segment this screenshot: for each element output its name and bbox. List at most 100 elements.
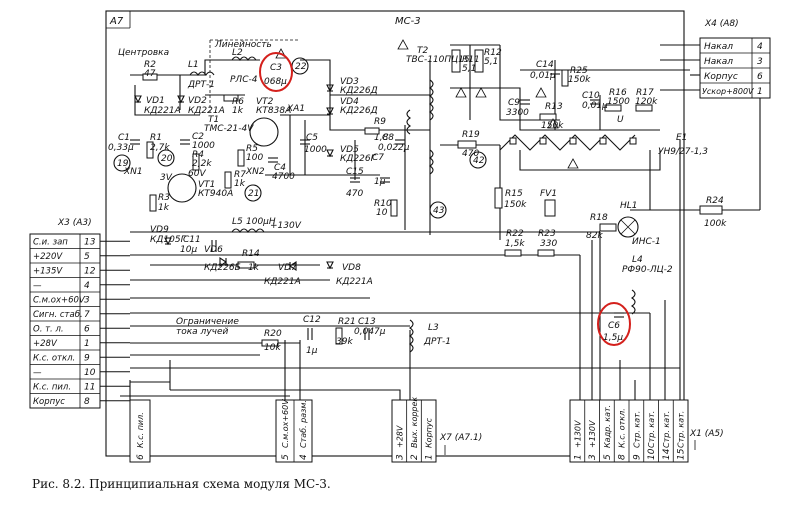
label-c10-value: 0,01μ xyxy=(582,101,608,111)
label-vd4: VD4 xyxy=(340,97,359,107)
sparkgap-fv1 xyxy=(544,199,556,217)
bottom-label: Стр. кат. xyxy=(662,411,671,448)
label-r17: R17 xyxy=(636,88,654,98)
x4-row-pin: 4 xyxy=(757,42,763,52)
label-r20: R20 xyxy=(264,329,282,339)
resistor-r20 xyxy=(261,339,279,347)
label-r15-value: 150k xyxy=(504,200,527,210)
label-r9: R9 xyxy=(374,117,386,127)
inductor-l5 xyxy=(231,228,265,233)
label-vd2: VD2 xyxy=(188,96,207,106)
x3-label: X3 (A3) xyxy=(57,218,92,228)
label-c1: C1 xyxy=(118,133,130,143)
label-e1: E1 xyxy=(676,133,687,143)
label-xn1: XN1 xyxy=(123,167,143,177)
label-vd3: VD3 xyxy=(340,77,359,87)
label-60v: 60V xyxy=(188,169,206,179)
label-l5-value: 100μH xyxy=(246,217,276,227)
label-vd6-type: КД226Б xyxy=(204,263,241,273)
resistor-r18 xyxy=(599,223,617,232)
label-t2-type: ТВС-110ПЦ15 xyxy=(406,55,470,65)
label-vd6: VD6 xyxy=(204,245,223,255)
label-c14: C14 xyxy=(536,60,554,70)
node-21: 21 xyxy=(248,189,259,199)
label-r20-value: 10k xyxy=(264,343,281,353)
label-r23-value: 330 xyxy=(540,239,557,249)
node-19: 19 xyxy=(117,159,129,169)
label-c1-value: 0,33μ xyxy=(108,143,134,153)
bottom-label: Вых. коррек xyxy=(410,397,419,448)
label-vd9: VD9 xyxy=(150,225,169,235)
label-c15-value: 470 xyxy=(346,189,363,199)
bottom-pin: 8 xyxy=(618,454,628,460)
resistor-r23 xyxy=(537,249,555,257)
bottom-pin: 1 xyxy=(425,454,435,460)
label-c13: C13 xyxy=(358,317,376,327)
label-r25-value: 150k xyxy=(568,75,591,85)
node-markers xyxy=(113,57,487,219)
label-vd1: VD1 xyxy=(146,96,165,106)
x3-row-name: +135V xyxy=(33,267,63,277)
x3-row-pin: 10 xyxy=(84,368,96,378)
label-hl1: HL1 xyxy=(620,201,638,211)
label-l1-type: ДРТ-1 xyxy=(187,80,215,90)
bottom-label: Стр. кат. xyxy=(632,411,641,448)
label-hl1-type: ИНС-1 xyxy=(632,237,661,247)
label-r1-value: 2,7k xyxy=(150,143,170,153)
label-r17-value: 120k xyxy=(635,97,658,107)
label-xn2: XN2 xyxy=(245,167,265,177)
label-r16-value: 1500 xyxy=(607,97,630,107)
x4-row-name: Корпус xyxy=(704,72,738,82)
resistor-r5 xyxy=(237,149,245,167)
x3-row-name: С.м.ох+60V xyxy=(33,296,86,306)
label-vd7: VD7 xyxy=(278,263,297,273)
label-130v: +130V xyxy=(270,221,302,231)
x3-row-pin: 3 xyxy=(84,296,90,306)
label-vt2-type: КТ838А xyxy=(256,106,291,116)
label-c4: C4 xyxy=(274,163,286,173)
label-l4: L4 xyxy=(632,255,643,265)
label-vd5: VD5 xyxy=(340,145,359,155)
transformer-t2-primary xyxy=(429,79,434,121)
label-vt2: VT2 xyxy=(256,97,274,107)
label-r24: R24 xyxy=(706,196,724,206)
label-l4-type: РФ90-ЛЦ-2 xyxy=(622,265,673,275)
x3-row-name: — xyxy=(33,368,42,378)
x3-row-name: К.с. откл. xyxy=(33,354,75,364)
label-c7: C7 xyxy=(372,153,384,163)
label-r16: R16 xyxy=(609,88,627,98)
x4-row-name: Накал xyxy=(704,57,733,67)
bottom-pin: 5 xyxy=(603,454,613,460)
label-r25: R25 xyxy=(570,66,588,76)
bottom-pin: 3 xyxy=(395,454,405,460)
bottom-pin: 5 xyxy=(281,454,291,460)
multiplier-e1 xyxy=(499,134,636,151)
label-c12: C12 xyxy=(303,315,321,325)
x3-row-pin: 8 xyxy=(84,397,90,407)
label-c11: C11 xyxy=(183,235,201,245)
transistor-vt1 xyxy=(167,173,197,203)
label-r7: R7 xyxy=(234,170,246,180)
label-r12: R12 xyxy=(484,48,502,58)
label-c11-value: 10μ xyxy=(180,245,197,255)
component-labels: R2 47 L1 ДРТ-1 VD1 КД221А VD2 КД221А L2 … xyxy=(108,46,727,356)
bottom-pin: 4 xyxy=(299,454,309,460)
figure-caption: Рис. 8.2. Принципиальная схема модуля МС… xyxy=(32,477,331,491)
label-l5: L5 xyxy=(232,217,243,227)
resistor-r10 xyxy=(390,199,398,217)
bottom-pin: 6 xyxy=(136,454,146,460)
label-limit-line2: тока лучей xyxy=(176,327,228,337)
label-vd1-type: КД221А xyxy=(144,106,181,116)
bottom-pin: 10 xyxy=(647,448,657,460)
bottom-label: Кадр. кат. xyxy=(603,405,612,448)
label-r14: R14 xyxy=(242,249,260,259)
x3-row-name: Корпус xyxy=(33,397,65,407)
highlight-c3 xyxy=(259,52,293,92)
module-title: МС-3 xyxy=(395,16,421,27)
label-r11: R11 xyxy=(462,55,480,65)
inductor-l2 xyxy=(231,56,257,61)
x3-row-pin: 1 xyxy=(84,339,90,349)
resistor-r24 xyxy=(699,205,723,215)
inductor-l3 xyxy=(409,319,414,353)
label-vd8-type: КД221А xyxy=(336,277,373,287)
